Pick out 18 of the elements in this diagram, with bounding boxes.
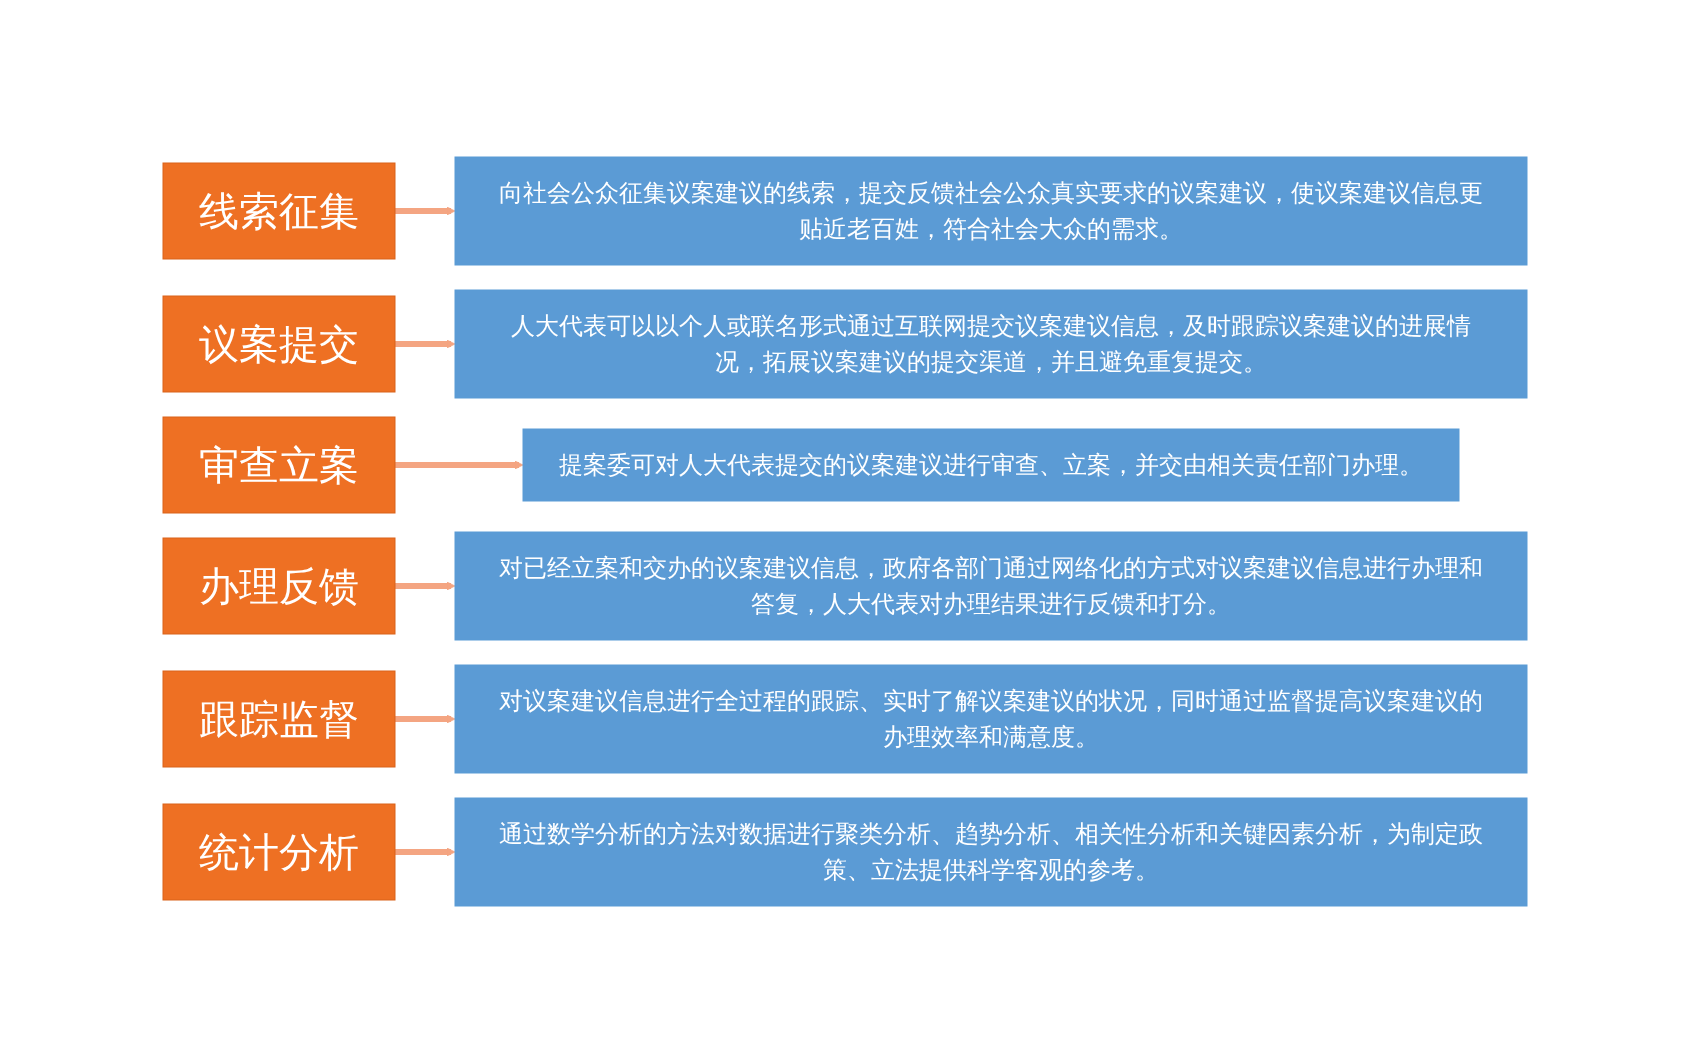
node-box: 线索征集 (162, 162, 396, 259)
arrow (395, 206, 456, 215)
node-box: 提案委可对人大代表提交的议案建议进行审查、立案，并交由相关责任部门办理。 (522, 428, 1460, 501)
node-box: 办理反馈 (162, 537, 396, 634)
node-box: 审查立案 (162, 416, 396, 513)
arrow (395, 460, 524, 469)
node-box: 跟踪监督 (162, 670, 396, 767)
arrow (395, 714, 456, 723)
node-box: 通过数学分析的方法对数据进行聚类分析、趋势分析、相关性分析和关键因素分析，为制定政策、立法提供科学客观的参考。 (454, 797, 1528, 906)
node-box: 对议案建议信息进行全过程的跟踪、实时了解议案建议的状况，同时通过监督提高议案建议的办理效率和满意度。 (454, 664, 1528, 773)
node-box: 向社会公众征集议案建议的线索，提交反馈社会公众真实要求的议案建议，使议案建议信息更贴近老百姓，符合社会大众的需求。 (454, 156, 1528, 265)
node-box: 人大代表可以以个人或联名形式通过互联网提交议案建议信息，及时跟踪议案建议的进展情况，拓展议案建议的提交渠道，并且避免重复提交。 (454, 289, 1528, 398)
arrow (395, 581, 456, 590)
node-box: 议案提交 (162, 295, 396, 392)
arrow (395, 339, 456, 348)
node-box: 对已经立案和交办的议案建议信息，政府各部门通过网络化的方式对议案建议信息进行办理和答复，人大代表对办理结果进行反馈和打分。 (454, 531, 1528, 640)
node-box: 统计分析 (162, 803, 396, 900)
arrow (395, 847, 456, 856)
